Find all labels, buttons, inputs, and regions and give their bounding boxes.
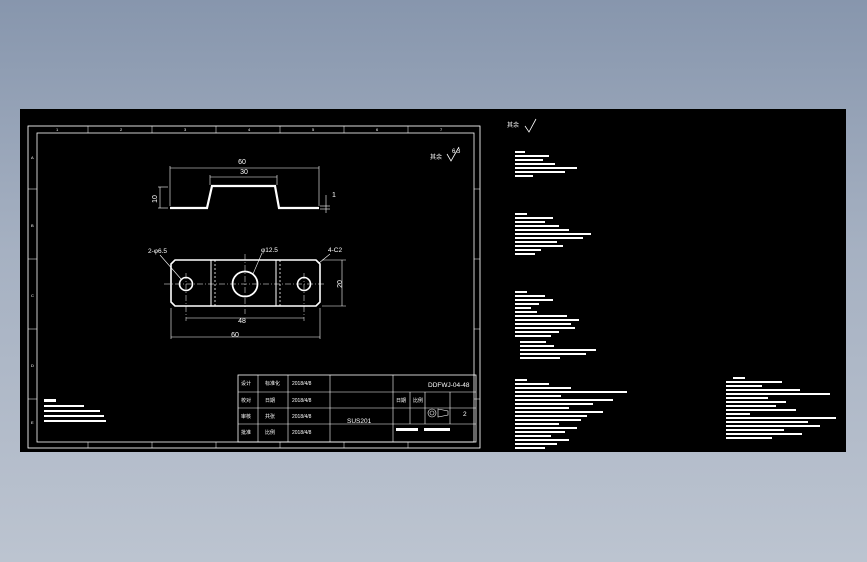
- title-block-labels: 标准化 日期 共张 比例 日期 比例: [265, 380, 423, 436]
- company-address-block: [424, 428, 450, 431]
- dim-middle-width: 30: [240, 169, 248, 176]
- title-block-roles: 设计 校对 审核 批准: [241, 380, 251, 436]
- dim-center-hole: φ12.5: [261, 247, 278, 254]
- svg-text:校对: 校对: [241, 397, 251, 404]
- roughness-value: 6.3: [452, 149, 461, 155]
- svg-text:A: A: [31, 155, 34, 160]
- company-name-block: [396, 428, 418, 431]
- svg-text:2018/4/8: 2018/4/8: [292, 398, 312, 404]
- svg-text:设计: 设计: [241, 380, 251, 387]
- dim-overall-length: 60: [238, 159, 246, 166]
- drawing-canvas: 1 2 3 4 5 6 7 A B C D E 60 30 10 1: [27, 118, 836, 449]
- sheet-zone-border: [27, 125, 481, 449]
- title-block: [237, 374, 477, 443]
- svg-text:2: 2: [120, 127, 123, 132]
- right-annotations: [515, 118, 836, 449]
- sheet-inner-border: [36, 132, 475, 443]
- dim-top-length: 60: [231, 332, 239, 339]
- svg-text:C: C: [31, 293, 34, 298]
- roughness-label: 其余: [430, 153, 442, 161]
- top-view: [159, 252, 346, 339]
- title-block-signatures: 2018/4/8 2018/4/8 2018/4/8 2018/4/8: [292, 381, 312, 436]
- roughness-symbol: [446, 146, 460, 162]
- svg-text:标准化: 标准化: [265, 380, 280, 387]
- dim-height: 10: [152, 195, 159, 203]
- svg-text:比例: 比例: [413, 397, 423, 404]
- svg-text:批准: 批准: [241, 429, 251, 436]
- svg-text:比例: 比例: [265, 429, 275, 436]
- svg-text:3: 3: [184, 127, 187, 132]
- svg-text:D: D: [31, 363, 34, 368]
- svg-text:日期: 日期: [265, 398, 275, 404]
- dim-hole-spacing: 48: [238, 318, 246, 325]
- dim-corners: 4-C2: [328, 247, 342, 254]
- dim-side-holes: 2-φ6.5: [148, 248, 167, 255]
- svg-text:2018/4/8: 2018/4/8: [292, 414, 312, 420]
- technical-notes: [44, 399, 106, 422]
- front-view: [158, 166, 330, 213]
- zone-labels: 1 2 3 4 5 6 7 A B C D E: [31, 127, 443, 425]
- dim-width: 20: [337, 280, 344, 288]
- scale: 2: [463, 411, 467, 418]
- drawing-number: DDFWJ-04-48: [428, 382, 470, 389]
- cad-drawing-viewport[interactable]: 1 2 3 4 5 6 7 A B C D E 60 30 10 1: [20, 109, 846, 452]
- svg-text:2018/4/8: 2018/4/8: [292, 430, 312, 436]
- svg-text:6: 6: [376, 127, 379, 132]
- svg-text:B: B: [31, 223, 34, 228]
- svg-text:审核: 审核: [241, 413, 251, 420]
- svg-text:7: 7: [440, 127, 443, 132]
- svg-text:4: 4: [248, 127, 251, 132]
- zone-ticks: [28, 126, 480, 448]
- material: SUS201: [347, 418, 372, 425]
- dim-thickness: 1: [332, 192, 336, 199]
- svg-text:共张: 共张: [265, 413, 275, 420]
- svg-text:E: E: [31, 420, 34, 425]
- svg-text:5: 5: [312, 127, 315, 132]
- roughness-label-right: 其余: [507, 121, 519, 129]
- svg-text:2018/4/8: 2018/4/8: [292, 381, 312, 387]
- svg-text:1: 1: [56, 127, 59, 132]
- svg-text:日期: 日期: [396, 398, 406, 404]
